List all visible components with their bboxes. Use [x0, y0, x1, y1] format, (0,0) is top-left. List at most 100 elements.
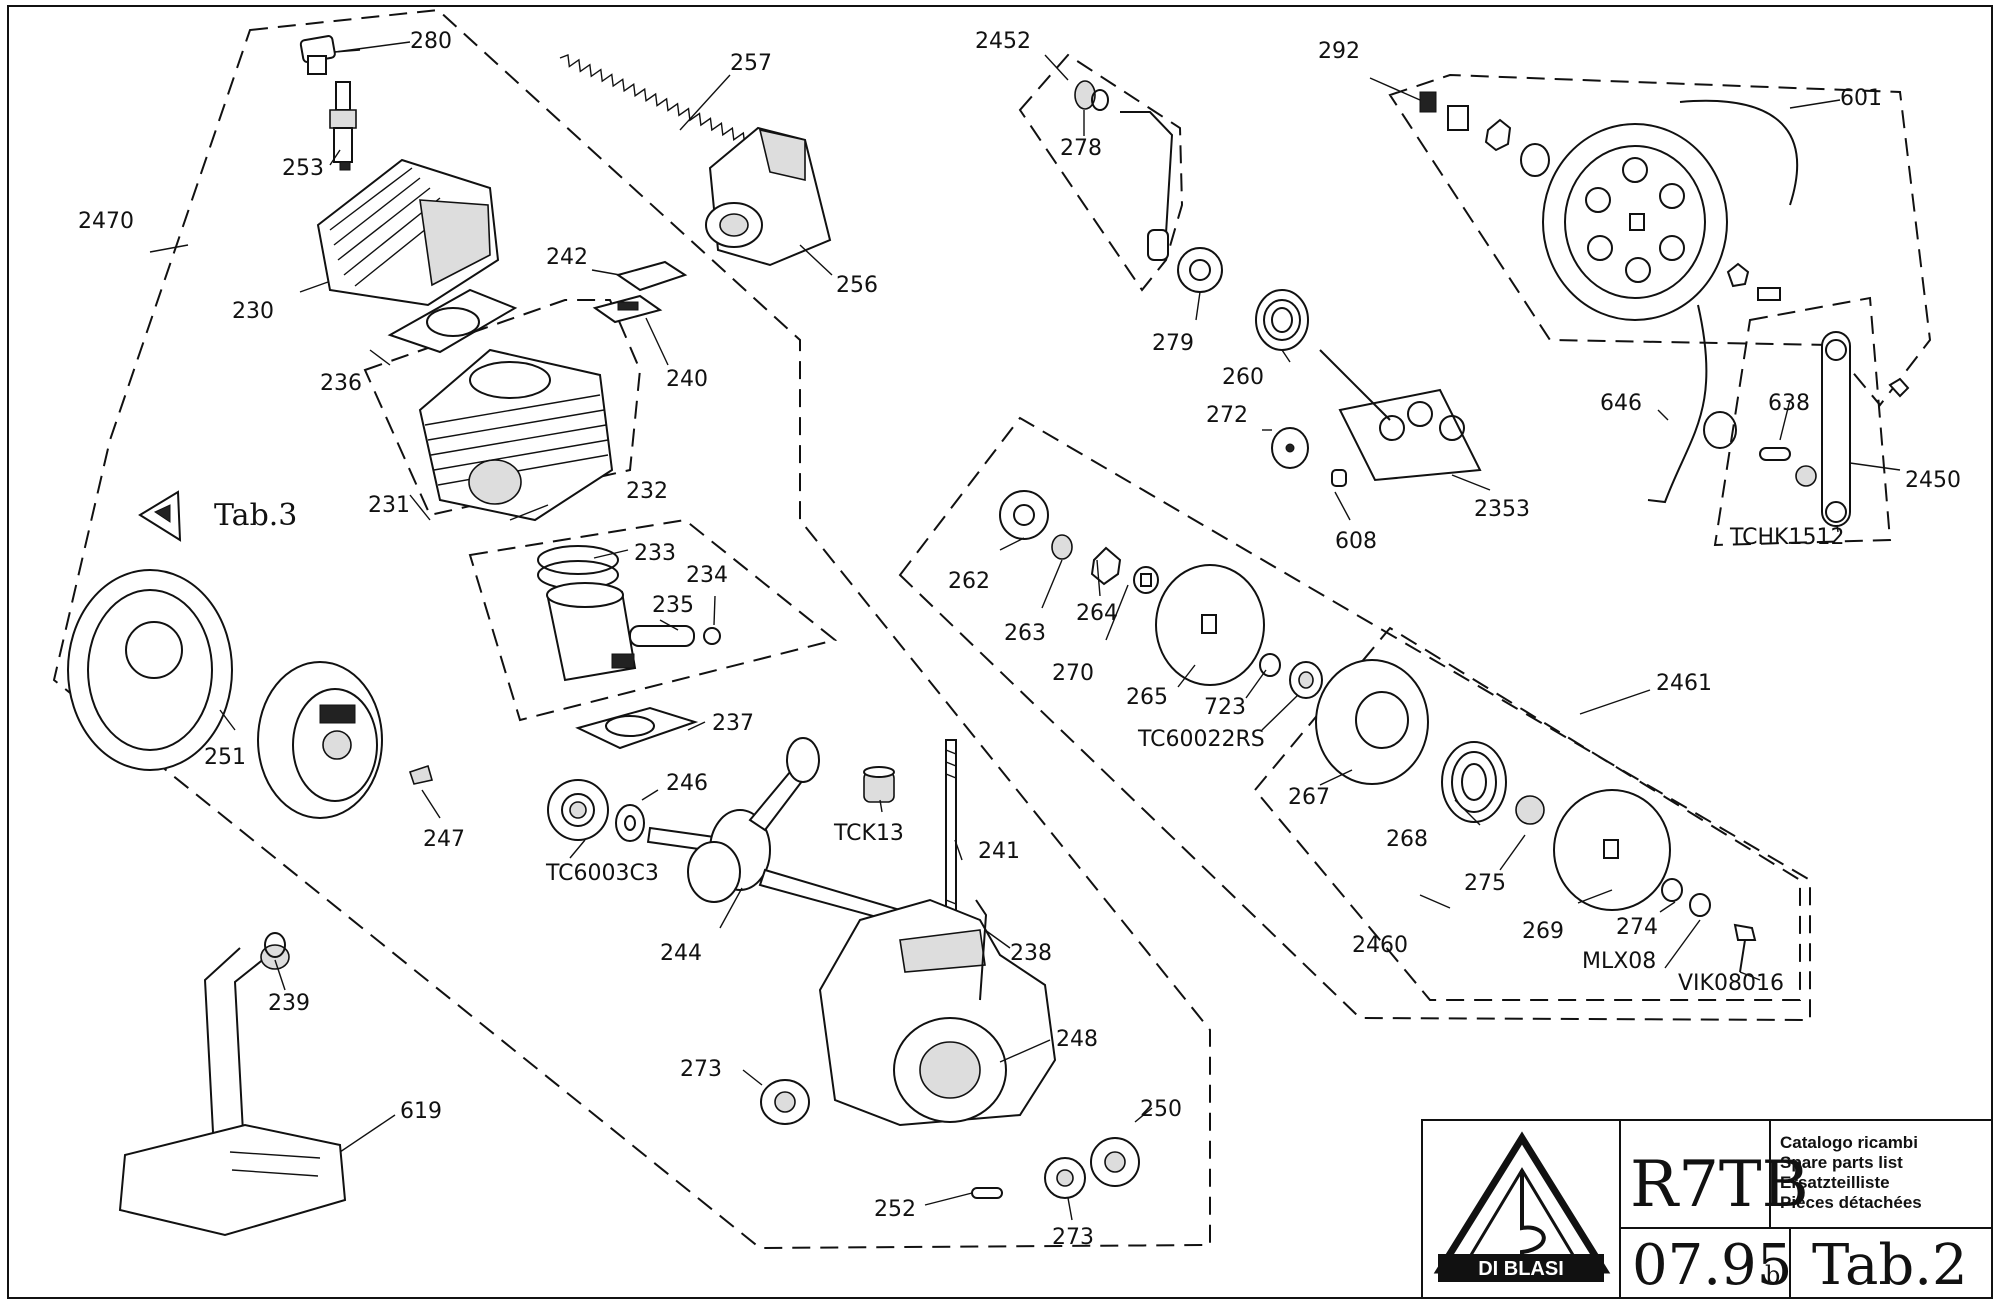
bearing-275 — [1516, 796, 1544, 824]
date-code: 07.95 — [1632, 1233, 1792, 1298]
clutch-housing-269 — [1554, 790, 1670, 910]
stud-241 — [946, 740, 956, 926]
callout-2452: 2452 — [975, 29, 1031, 54]
title-block: DI BLASI R7TB Catalogo ricambi Spare par… — [1421, 1119, 1993, 1299]
callout-253: 253 — [282, 156, 324, 181]
pin-252 — [972, 1188, 1002, 1198]
key-247 — [410, 766, 432, 784]
callout-tck13: TCK13 — [833, 821, 904, 846]
crankcase — [820, 900, 1055, 1125]
callout-263: 263 — [1004, 621, 1046, 646]
spacer-272 — [1272, 428, 1308, 468]
cylinder-head — [318, 160, 498, 305]
di-blasi-logo: DI BLASI — [1433, 1131, 1611, 1282]
callout-278: 278 — [1060, 136, 1102, 161]
return-spring-257 — [558, 53, 748, 145]
callout-231: 231 — [368, 493, 410, 518]
callout-601: 601 — [1840, 86, 1882, 111]
callout-240: 240 — [666, 367, 708, 392]
spring-268 — [1442, 742, 1506, 822]
callout-vik08016: VIK08016 — [1678, 971, 1784, 996]
ring-723 — [1260, 654, 1280, 676]
callout-272: 272 — [1206, 403, 1248, 428]
catalog-line-4: Pièces détachées — [1780, 1193, 1922, 1212]
piston — [547, 583, 635, 680]
callout-labels: 280 257 2452 292 601 253 278 2470 242 23… — [78, 29, 1961, 1250]
callout-252: 252 — [874, 1197, 916, 1222]
callout-257: 257 — [730, 51, 772, 76]
callout-236: 236 — [320, 371, 362, 396]
triangle-reference — [140, 492, 180, 540]
starter-link — [1822, 332, 1908, 526]
callout-2353: 2353 — [1474, 497, 1530, 522]
pulley-drum — [1543, 124, 1727, 320]
tchk1512-bearing — [1796, 466, 1816, 486]
outline-2461 — [898, 416, 1811, 1022]
callout-270: 270 — [1052, 661, 1094, 686]
callout-260: 260 — [1222, 365, 1264, 390]
clutch-small-parts — [1000, 491, 1158, 593]
callout-244: 244 — [660, 941, 702, 966]
head-gasket — [390, 290, 515, 352]
model-code: R7TB — [1630, 1148, 1809, 1222]
cylinder — [420, 350, 612, 520]
callout-619: 619 — [400, 1099, 442, 1124]
assembly-outlines — [52, 8, 1932, 1250]
callout-269: 269 — [1522, 919, 1564, 944]
callout-tc6003c3: TC6003C3 — [545, 861, 659, 886]
starter-spring-278 — [1075, 81, 1108, 110]
washer-246 — [616, 805, 644, 841]
callout-247: 247 — [423, 827, 465, 852]
crankshaft — [648, 738, 900, 922]
piston-pin — [630, 626, 720, 646]
callout-292: 292 — [1318, 39, 1360, 64]
callout-246: 246 — [666, 771, 708, 796]
callout-723: 723 — [1204, 695, 1246, 720]
callout-268: 268 — [1386, 827, 1428, 852]
callout-280: 280 — [410, 29, 452, 54]
clutch-drum-267 — [1316, 660, 1428, 784]
sector-gear-2353 — [1320, 350, 1480, 480]
bolt-vik08016 — [1735, 925, 1755, 972]
spring-260 — [1256, 290, 1308, 350]
base-gasket — [578, 708, 695, 748]
washer-274 — [1662, 879, 1682, 901]
outline-cylinder-group — [363, 299, 642, 517]
bearing-tc6003c3 — [548, 780, 608, 840]
starter-lever — [1120, 112, 1172, 260]
callout-tchk1512: TCHK1512 — [1729, 525, 1844, 550]
callout-tc60022rs: TC60022RS — [1137, 727, 1265, 752]
washer-mlx08 — [1690, 894, 1710, 916]
callout-250: 250 — [1140, 1097, 1182, 1122]
outline-2470 — [52, 8, 1211, 1250]
carburetor-gaskets — [595, 262, 685, 322]
spark-plug-cap — [300, 35, 360, 74]
callout-mlx08: MLX08 — [1582, 949, 1656, 974]
outline-292 — [1388, 73, 1932, 407]
pin-608 — [1332, 470, 1346, 486]
tab3-reference: Tab.3 — [214, 498, 297, 533]
callout-242: 242 — [546, 245, 588, 270]
table-number: Tab.2 — [1812, 1233, 1968, 1298]
carburetor — [706, 128, 830, 265]
catalog-line-2: Spare parts list — [1780, 1153, 1903, 1172]
callout-235: 235 — [652, 593, 694, 618]
outline-2452 — [1018, 53, 1184, 292]
clutch-plate-265 — [1156, 565, 1264, 685]
bushing-273a — [761, 1080, 809, 1124]
outline-2460 — [1253, 626, 1801, 1001]
spring-646 — [1648, 305, 1736, 502]
callout-646: 646 — [1600, 391, 1642, 416]
callout-233: 233 — [634, 541, 676, 566]
callout-232: 232 — [626, 479, 668, 504]
callout-239: 239 — [268, 991, 310, 1016]
callout-238: 238 — [1010, 941, 1052, 966]
bearing-tc60022rs — [1290, 662, 1322, 698]
callout-608: 608 — [1335, 529, 1377, 554]
callout-234: 234 — [686, 563, 728, 588]
callout-237: 237 — [712, 711, 754, 736]
callout-275: 275 — [1464, 871, 1506, 896]
date-suffix: b — [1765, 1261, 1780, 1289]
callout-2460: 2460 — [1352, 933, 1408, 958]
